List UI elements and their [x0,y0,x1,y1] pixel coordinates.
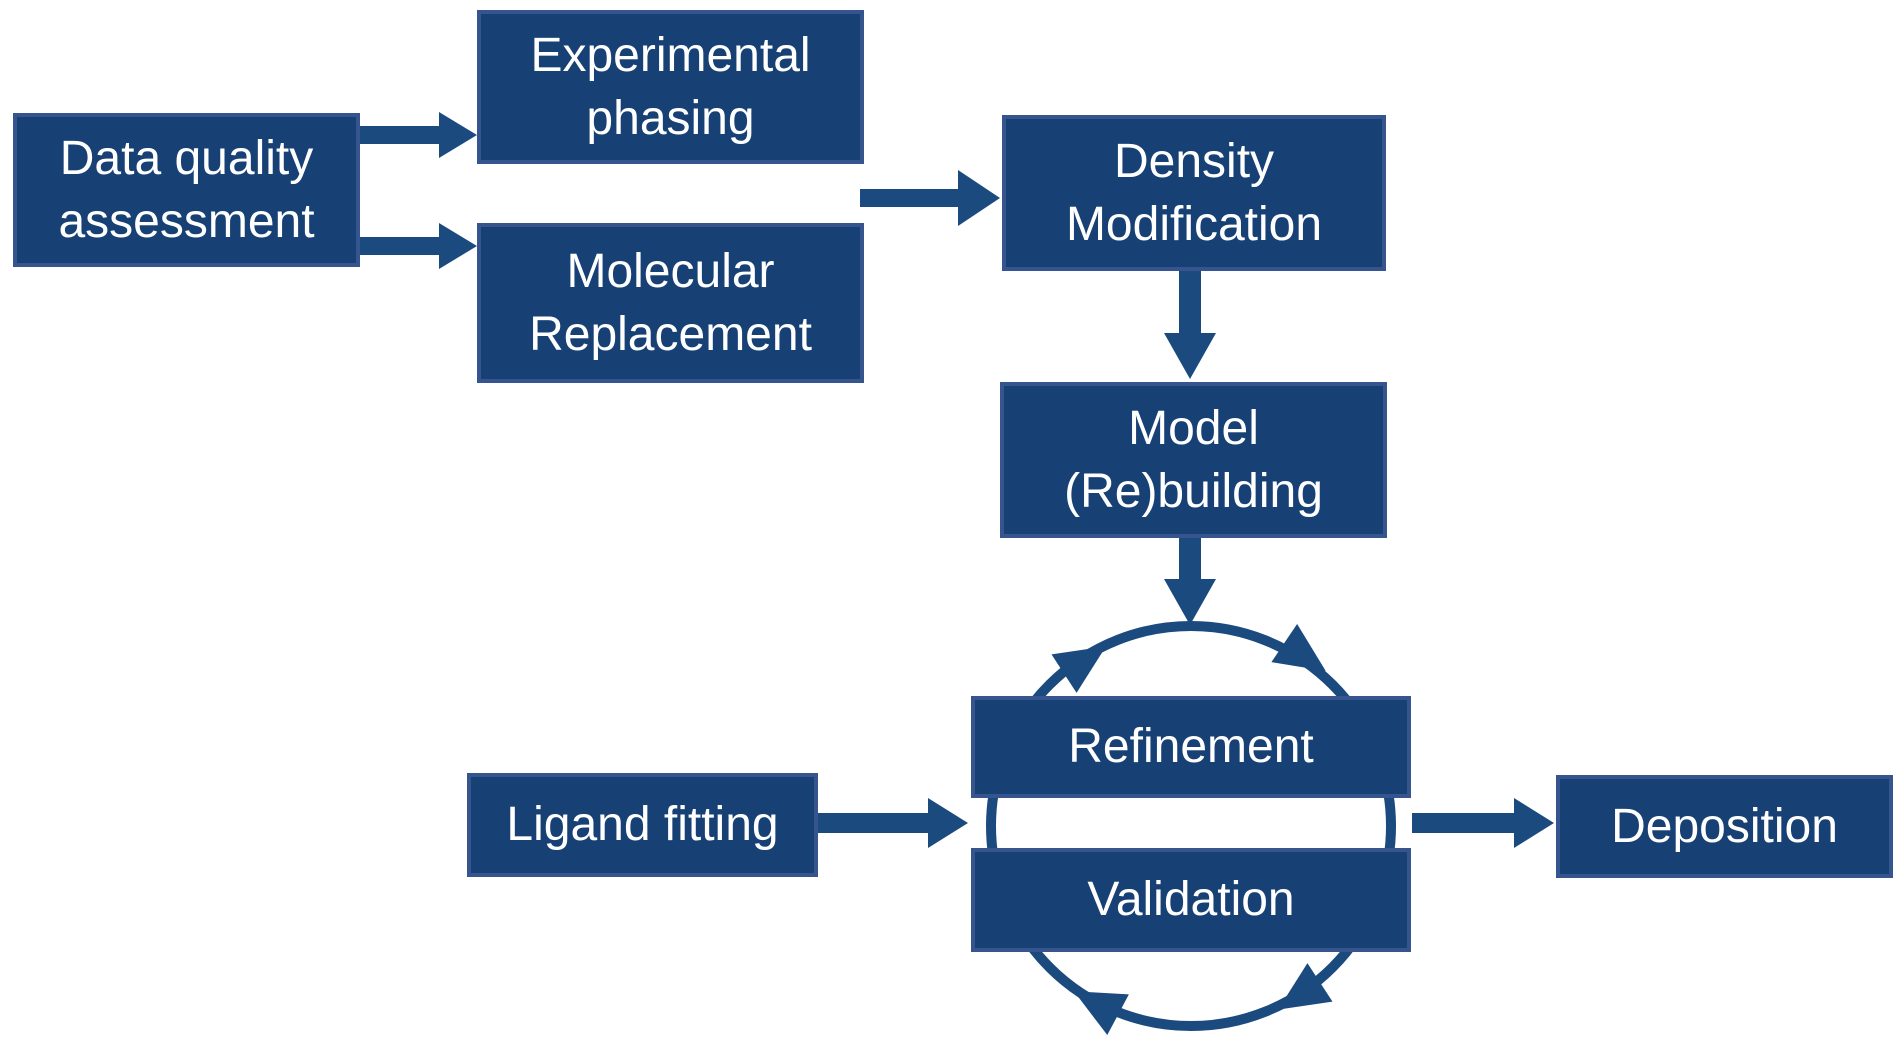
cycle-arrowhead-bottom-left [1073,991,1129,1036]
node-label: Density Modification [1065,134,1323,251]
arrow-model-rebuilding-to-cycle [1164,538,1216,625]
node-label: Deposition [1611,799,1838,853]
node-label: Refinement [1068,720,1314,774]
arrow-density-modification-to-model-rebuilding [1164,271,1216,379]
node-label: Validation [1087,873,1295,927]
node-label: Ligand fitting [506,798,779,852]
node-label: Experimental phasing [530,28,811,145]
node-molecular-replacement: Molecular Replacement [477,223,864,383]
node-density-modification: Density Modification [1002,115,1386,271]
node-validation: Validation [971,848,1411,952]
arrow-data-quality-to-experimental-phasing [360,112,477,158]
node-data-quality-assessment: Data quality assessment [13,113,360,267]
node-refinement: Refinement [971,696,1411,798]
arrow-data-quality-to-molecular-replacement [360,223,477,269]
node-label: Model (Re)building [1064,401,1323,518]
node-label: Data quality assessment [58,131,315,248]
cycle-arrowhead-bottom-right [1278,963,1333,1010]
arrow-phasing-to-density-modification [860,170,1000,226]
node-model-rebuilding: Model (Re)building [1000,382,1387,538]
node-ligand-fitting: Ligand fitting [467,773,818,877]
arrow-ligand-fitting-to-cycle [818,798,968,848]
node-label: Molecular Replacement [529,244,812,361]
arrow-cycle-to-deposition [1412,798,1554,848]
node-experimental-phasing: Experimental phasing [477,10,864,164]
cycle-arrowhead-top-right [1271,623,1326,671]
node-deposition: Deposition [1556,775,1893,878]
cycle-arrowhead-top-left [1051,646,1106,693]
refinement-validation-cycle-circle [986,621,1396,1031]
